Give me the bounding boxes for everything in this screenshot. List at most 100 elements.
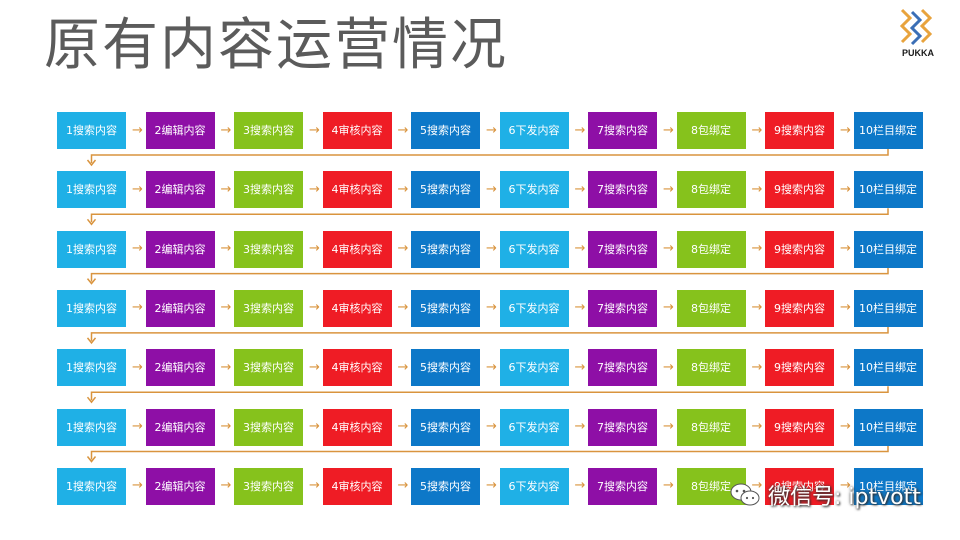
process-step-box: 3搜索内容 <box>234 171 303 209</box>
arrow-right-icon: → <box>132 359 143 375</box>
arrow-right-icon: → <box>663 359 674 375</box>
process-step-box: 3搜索内容 <box>234 230 303 268</box>
arrow-right-icon: → <box>309 359 320 375</box>
process-step-box: 8包绑定 <box>676 230 746 268</box>
process-step-box: 2编辑内容 <box>145 112 215 149</box>
arrow-right-icon: → <box>574 241 586 257</box>
process-step-box: 9搜索内容 <box>765 230 834 268</box>
process-step-box: 6下发内容 <box>499 230 569 268</box>
arrow-down-icon <box>86 159 97 167</box>
arrow-right-icon: → <box>663 300 674 316</box>
process-step-box: 2编辑内容 <box>145 349 215 387</box>
arrow-right-icon: → <box>397 122 409 138</box>
arrow-right-icon: → <box>132 122 143 138</box>
arrow-right-icon: → <box>309 478 320 494</box>
process-step-box: 1搜索内容 <box>57 408 126 446</box>
process-step-box: 3搜索内容 <box>234 408 303 446</box>
arrow-right-icon: → <box>840 241 851 257</box>
arrow-right-icon: → <box>486 419 497 434</box>
arrow-right-icon: → <box>132 241 143 257</box>
process-step-box: 4审核内容 <box>322 112 392 149</box>
arrow-right-icon: → <box>132 478 143 494</box>
process-step-box: 2编辑内容 <box>145 289 215 327</box>
arrow-right-icon: → <box>751 300 763 316</box>
process-step-box: 9搜索内容 <box>765 289 834 327</box>
process-step-box: 6下发内容 <box>499 289 569 327</box>
process-step-box: 4审核内容 <box>322 171 392 209</box>
process-step-box: 4审核内容 <box>322 408 392 446</box>
process-step-box: 10栏目绑定 <box>853 408 923 446</box>
arrow-right-icon: → <box>220 122 232 138</box>
page-title: 原有内容运营情况 <box>44 13 508 78</box>
arrow-right-icon: → <box>220 359 232 375</box>
row-wrap-connector <box>90 326 889 341</box>
arrow-right-icon: → <box>751 181 763 197</box>
arrow-right-icon: → <box>574 359 586 375</box>
process-step-box: 5搜索内容 <box>411 408 480 446</box>
process-step-box: 3搜索内容 <box>234 467 303 505</box>
arrow-right-icon: → <box>663 181 674 197</box>
arrow-right-icon: → <box>220 181 232 197</box>
process-step-box: 8包绑定 <box>676 171 746 209</box>
row-wrap-connector <box>90 149 889 163</box>
arrow-right-icon: → <box>309 181 320 197</box>
arrow-right-icon: → <box>309 419 320 434</box>
arrow-right-icon: → <box>840 419 851 434</box>
arrow-right-icon: → <box>574 181 586 197</box>
process-step-box: 6下发内容 <box>499 171 569 209</box>
row-wrap-connector <box>90 445 889 460</box>
arrow-right-icon: → <box>220 419 232 434</box>
process-step-box: 3搜索内容 <box>234 289 303 327</box>
row-wrap-connector <box>90 386 889 401</box>
process-step-box: 7搜索内容 <box>588 230 657 268</box>
process-step-box: 9搜索内容 <box>765 467 834 505</box>
arrow-right-icon: → <box>663 419 674 434</box>
arrow-right-icon: → <box>574 122 586 138</box>
process-step-box: 10栏目绑定 <box>853 349 923 387</box>
arrow-right-icon: → <box>574 478 586 494</box>
arrow-right-icon: → <box>397 478 409 494</box>
process-step-box: 5搜索内容 <box>411 467 480 505</box>
arrow-right-icon: → <box>840 181 851 197</box>
arrow-right-icon: → <box>486 181 497 197</box>
watermark-text: 微信号: iptvott <box>768 485 921 510</box>
wechat-icon <box>730 483 760 506</box>
process-step-box: 10栏目绑定 <box>853 230 923 268</box>
row-wrap-connector <box>90 208 889 223</box>
arrow-right-icon: → <box>486 300 497 316</box>
process-step-box: 7搜索内容 <box>588 408 657 446</box>
row-wrap-connector <box>90 267 889 282</box>
process-step-box: 6下发内容 <box>499 349 569 387</box>
arrow-right-icon: → <box>220 300 232 316</box>
arrow-right-icon: → <box>309 122 320 138</box>
process-step-box: 8包绑定 <box>676 349 746 387</box>
arrow-right-icon: → <box>397 419 409 434</box>
process-step-box: 4审核内容 <box>322 230 392 268</box>
process-step-box: 6下发内容 <box>499 408 569 446</box>
process-step-box: 1搜索内容 <box>57 112 126 149</box>
process-step-box: 5搜索内容 <box>411 289 480 327</box>
arrow-right-icon: → <box>840 122 851 138</box>
process-step-box: 10栏目绑定 <box>853 289 923 327</box>
process-step-box: 9搜索内容 <box>765 408 834 446</box>
process-step-box: 4审核内容 <box>322 349 392 387</box>
arrow-right-icon: → <box>132 181 143 197</box>
process-step-box: 10栏目绑定 <box>853 171 923 209</box>
process-step-box: 6下发内容 <box>499 112 569 149</box>
process-step-box: 7搜索内容 <box>588 349 657 387</box>
process-step-box: 2编辑内容 <box>145 467 215 505</box>
process-step-box: 3搜索内容 <box>234 112 303 149</box>
process-step-box: 5搜索内容 <box>411 230 480 268</box>
arrow-right-icon: → <box>220 478 232 494</box>
arrow-down-icon <box>86 396 97 404</box>
logo-mark-icon <box>899 8 933 46</box>
process-step-box: 2编辑内容 <box>145 408 215 446</box>
arrow-right-icon: → <box>751 241 763 257</box>
process-step-box: 8包绑定 <box>676 289 746 327</box>
logo-text: PUKKA <box>901 48 934 58</box>
arrow-right-icon: → <box>840 300 851 316</box>
arrow-down-icon <box>86 278 97 285</box>
process-step-box: 1搜索内容 <box>57 230 126 268</box>
